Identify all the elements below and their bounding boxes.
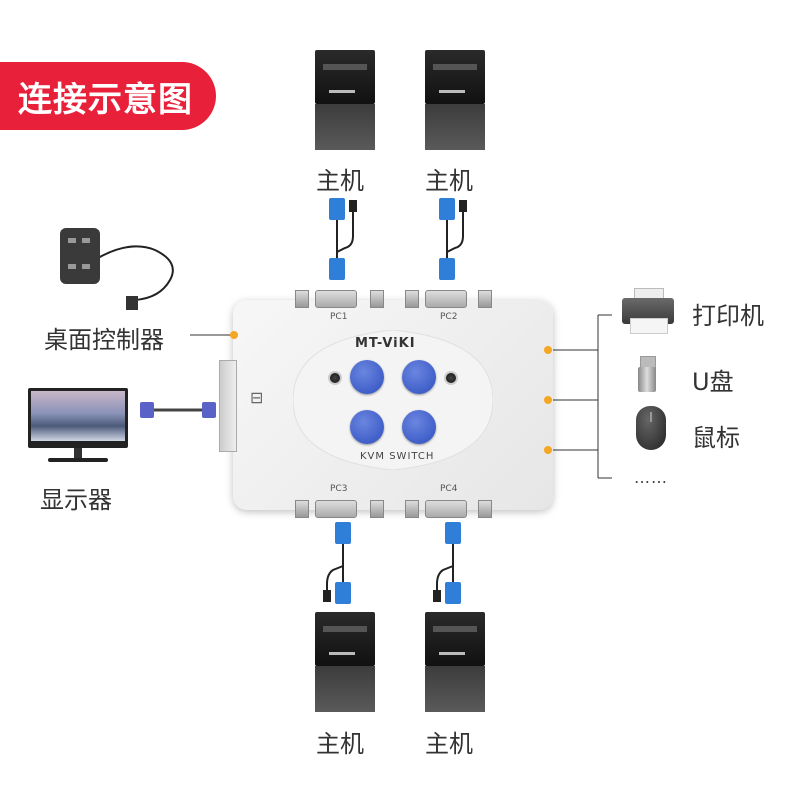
- usb-label: U盘: [692, 368, 734, 396]
- pc-tower-icon: [315, 50, 375, 150]
- host-label-top-right: 主机: [425, 167, 473, 195]
- led-indicator-pc1: [328, 371, 342, 385]
- pc-tower-icon: [315, 612, 375, 712]
- more-devices-ellipsis: ……: [634, 468, 668, 487]
- usb-port: [370, 290, 384, 308]
- monitor-port-icon: ⊟: [250, 388, 264, 407]
- controller-label: 桌面控制器: [44, 326, 164, 354]
- usb-port: [478, 500, 492, 518]
- vga-port: [425, 290, 467, 308]
- pc2-select-button[interactable]: [402, 360, 436, 394]
- vga-cable-icon: [439, 198, 467, 280]
- side-port: [219, 360, 237, 452]
- pc1-select-button[interactable]: [350, 360, 384, 394]
- connection-dot: [544, 446, 552, 454]
- usb-drive-icon: [638, 356, 656, 392]
- usb-port: [370, 500, 384, 518]
- port-label-pc2: PC2: [440, 312, 458, 322]
- title-badge: 连接示意图: [0, 62, 216, 130]
- connection-dot: [544, 396, 552, 404]
- host-label-top-left: 主机: [316, 167, 364, 195]
- vga-port: [425, 500, 467, 518]
- printer-label: 打印机: [692, 302, 764, 330]
- port-label-pc4: PC4: [440, 484, 458, 494]
- usb-port: [295, 290, 309, 308]
- vga-port: [315, 500, 357, 518]
- pc-tower-icon: [425, 612, 485, 712]
- port-label-pc3: PC3: [330, 484, 348, 494]
- connection-dot: [230, 331, 238, 339]
- vga-cable-icon: [323, 522, 351, 604]
- vga-cable-icon: [433, 522, 461, 604]
- usb-port: [405, 290, 419, 308]
- vga-port: [315, 290, 357, 308]
- pc-tower-icon: [425, 50, 485, 150]
- mouse-icon: [636, 406, 666, 450]
- switch-face: [293, 330, 493, 470]
- device-label: KVM SWITCH: [360, 451, 435, 462]
- pc4-select-button[interactable]: [402, 410, 436, 444]
- connection-dot: [544, 346, 552, 354]
- monitor-icon: [28, 388, 128, 468]
- port-label-pc1: PC1: [330, 312, 348, 322]
- monitor-label: 显示器: [40, 486, 112, 514]
- vga-cable-icon: [329, 198, 357, 280]
- usb-port: [405, 500, 419, 518]
- usb-hub-icon: [60, 228, 100, 284]
- printer-icon: [622, 288, 674, 334]
- host-label-bottom-left: 主机: [316, 730, 364, 758]
- brand-logo: MT-ViKI: [355, 336, 416, 351]
- usb-port: [478, 290, 492, 308]
- host-label-bottom-right: 主机: [425, 730, 473, 758]
- led-indicator-pc2: [444, 371, 458, 385]
- mouse-label: 鼠标: [692, 424, 740, 452]
- pc3-select-button[interactable]: [350, 410, 384, 444]
- usb-port: [295, 500, 309, 518]
